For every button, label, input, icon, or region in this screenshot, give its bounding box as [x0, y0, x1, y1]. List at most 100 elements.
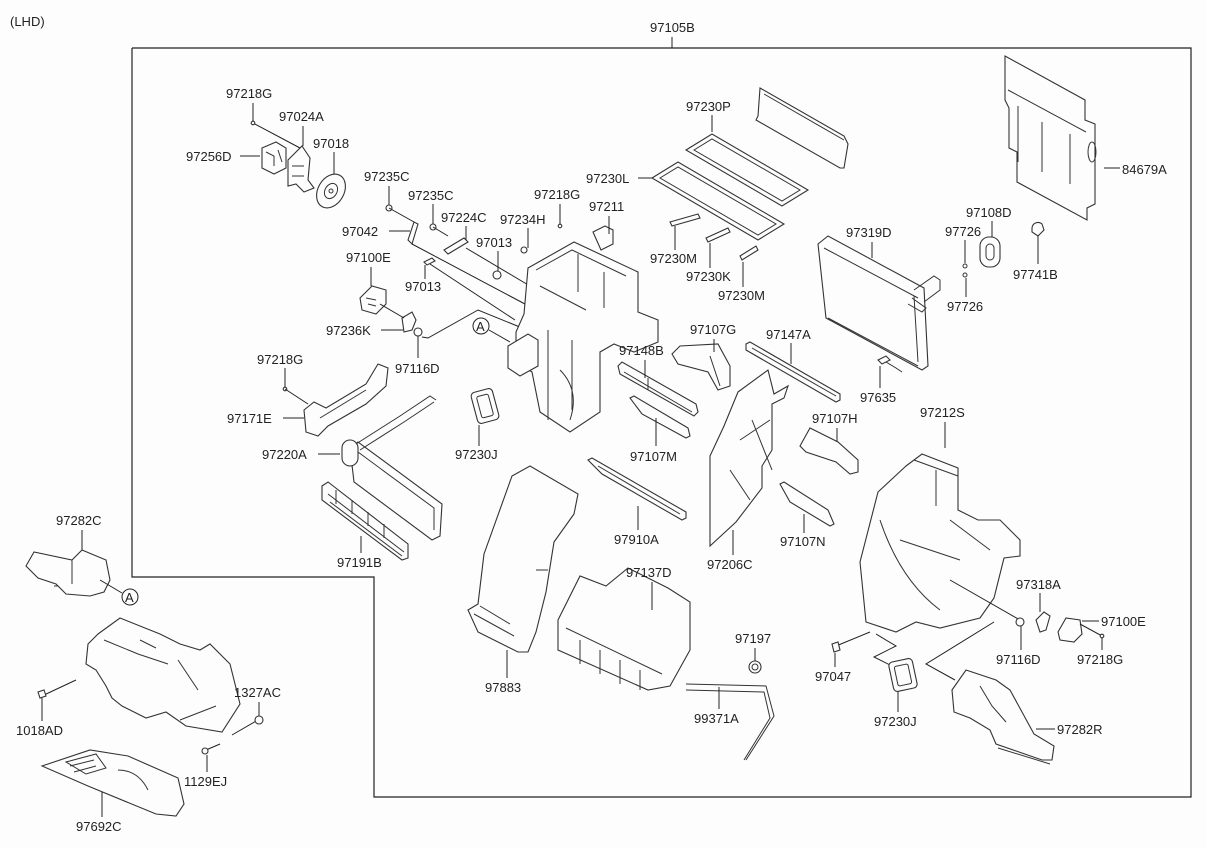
- reference-marker-a-2: [121, 588, 139, 606]
- label-97116D-2: 97116D: [996, 652, 1041, 667]
- part-97741B-clip[interactable]: [1031, 221, 1045, 237]
- label-97212S: 97212S: [920, 405, 965, 420]
- label-97230J: 97230J: [455, 447, 498, 462]
- part-97100E-actuator-2[interactable]: [1057, 617, 1083, 643]
- part-97910A-door[interactable]: [587, 457, 687, 521]
- part-97282R-duct[interactable]: [951, 669, 1055, 765]
- part-97883-duct[interactable]: [467, 465, 579, 653]
- part-97107G-duct[interactable]: [671, 343, 731, 391]
- part-97230M-seal-2[interactable]: [739, 245, 759, 261]
- part-97230M-seal[interactable]: [669, 213, 701, 227]
- label-97107G: 97107G: [690, 322, 736, 337]
- link-line: [231, 719, 259, 736]
- part-97692C-undercover[interactable]: [40, 749, 185, 817]
- part-97018-gear[interactable]: [311, 169, 352, 213]
- part-97256D-actuator[interactable]: [261, 141, 287, 175]
- part-1018AD-screw[interactable]: [37, 689, 47, 699]
- part-97137D-drain-tray[interactable]: [557, 567, 691, 691]
- part-97211-heater-case[interactable]: [507, 225, 659, 433]
- label-97137D: 97137D: [626, 565, 672, 580]
- part-97107M-door[interactable]: [629, 395, 691, 439]
- label-97692C: 97692C: [76, 819, 122, 834]
- label-97236K: 97236K: [326, 323, 371, 338]
- part-97220A-heater-core[interactable]: [341, 395, 443, 541]
- part-97230L-filter-frame[interactable]: [650, 161, 786, 241]
- label-97206C: 97206C: [707, 557, 753, 572]
- ref-leader: [488, 329, 511, 343]
- ref-leader: [99, 579, 123, 594]
- label-97726-2: 97726: [947, 299, 983, 314]
- part-97116D-clip-2[interactable]: [1015, 617, 1025, 627]
- label-97197: 97197: [735, 631, 771, 646]
- link-line: [1079, 623, 1103, 637]
- part-97107N-door[interactable]: [779, 481, 835, 527]
- label-97107H: 97107H: [812, 411, 858, 426]
- part-97116D-clip[interactable]: [413, 327, 423, 337]
- label-97234H: 97234H: [500, 212, 546, 227]
- label-1129EJ: 1129EJ: [184, 774, 227, 789]
- part-97100E-actuator[interactable]: [359, 285, 387, 315]
- part-97318A-lever[interactable]: [1035, 611, 1051, 633]
- label-97042: 97042: [342, 224, 378, 239]
- label-97282C: 97282C: [56, 513, 102, 528]
- part-97230J-seal-2[interactable]: [888, 658, 918, 692]
- part-97635-sensor[interactable]: [877, 355, 903, 373]
- part-97024A-bracket[interactable]: [287, 145, 315, 193]
- part-97206C-case-half[interactable]: [709, 369, 789, 548]
- part-97230J-seal[interactable]: [470, 388, 500, 425]
- label-97218G-4: 97218G: [1077, 652, 1123, 667]
- part-97726-oring[interactable]: [962, 263, 968, 269]
- label-97230P: 97230P: [686, 99, 731, 114]
- part-97230K-seal[interactable]: [705, 227, 731, 243]
- part-hvac-housing-lower[interactable]: [85, 617, 241, 733]
- label-97147A: 97147A: [766, 327, 811, 342]
- label-97100E: 97100E: [346, 250, 391, 265]
- part-97218G-screw-4[interactable]: [1099, 633, 1105, 639]
- part-84679A-insulator[interactable]: [1004, 55, 1097, 221]
- part-1327AC-nut[interactable]: [254, 715, 264, 725]
- label-97108D: 97108D: [966, 205, 1012, 220]
- part-97218G-screw[interactable]: [250, 120, 256, 126]
- part-97224C-link[interactable]: [443, 237, 469, 255]
- part-97108D-grommet[interactable]: [979, 236, 1001, 268]
- link-line: [925, 621, 995, 681]
- part-97042-lever[interactable]: [407, 221, 419, 246]
- label-97218G: 97218G: [226, 86, 272, 101]
- label-1327AC: 1327AC: [234, 685, 281, 700]
- label-97282R: 97282R: [1057, 722, 1103, 737]
- part-97148B-door[interactable]: [617, 361, 699, 417]
- reference-marker-a-2-text: A: [125, 590, 134, 605]
- link-line: [284, 388, 309, 405]
- part-97319D-evaporator[interactable]: [817, 235, 941, 371]
- label-97171E: 97171E: [227, 411, 272, 426]
- part-97212S-blower-case[interactable]: [859, 453, 1021, 633]
- part-97171E-pipe-bracket[interactable]: [303, 363, 389, 437]
- part-97013-lever[interactable]: [423, 257, 436, 266]
- variant-label: (LHD): [10, 14, 45, 29]
- label-97013-2: 97013: [405, 279, 441, 294]
- assembly-frame: [131, 47, 1192, 798]
- screw-leader: [252, 122, 301, 149]
- part-97218G-screw-2[interactable]: [557, 223, 563, 229]
- label-97107N: 97107N: [780, 534, 826, 549]
- part-1129EJ-bolt[interactable]: [201, 747, 209, 755]
- part-97191B-filter-cover[interactable]: [321, 481, 409, 561]
- label-97319D: 97319D: [846, 225, 892, 240]
- label-99371A: 99371A: [694, 711, 739, 726]
- part-97013-cam[interactable]: [492, 270, 502, 280]
- part-97107H-duct[interactable]: [799, 427, 859, 475]
- part-97147A-door[interactable]: [745, 341, 841, 403]
- part-97197-grommet[interactable]: [748, 660, 762, 674]
- link-line: [411, 243, 541, 313]
- label-97018: 97018: [313, 136, 349, 151]
- link-line: [432, 226, 449, 237]
- part-filter-cover-strip[interactable]: [755, 87, 849, 169]
- part-97282C-duct[interactable]: [25, 549, 111, 597]
- part-97047-clip[interactable]: [831, 641, 841, 653]
- part-97234H-clip[interactable]: [520, 246, 528, 254]
- part-97230P-filter-frame[interactable]: [684, 133, 810, 207]
- label-97741B: 97741B: [1013, 267, 1058, 282]
- part-97236K-lever[interactable]: [401, 311, 417, 333]
- part-97726-oring-2[interactable]: [962, 272, 968, 278]
- part-99371A-drain-hose[interactable]: [685, 683, 775, 761]
